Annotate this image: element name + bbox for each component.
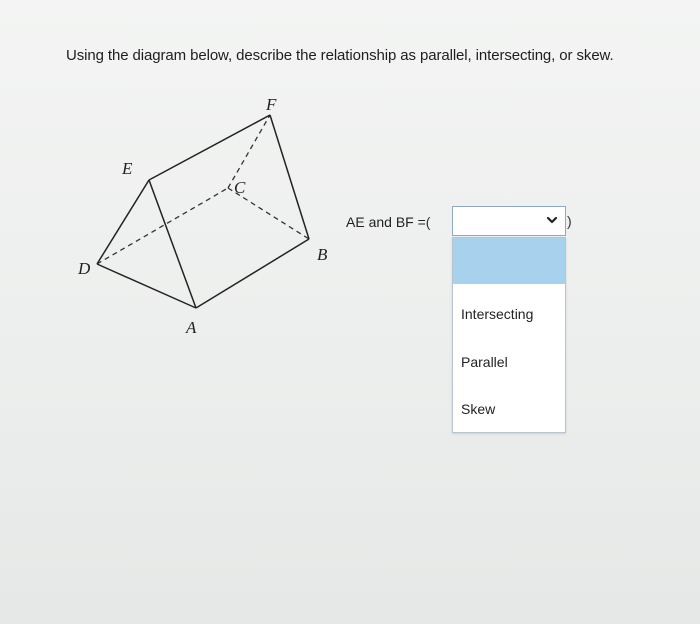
vertex-label-d: D: [77, 259, 91, 278]
answer-prompt: AE and BF =: [346, 214, 426, 230]
close-paren: ): [567, 213, 572, 229]
prism-diagram: F E C D B A: [70, 92, 350, 342]
relationship-select[interactable]: [452, 206, 566, 236]
edge-ea: [148, 179, 197, 309]
vertex-label-a: A: [185, 318, 197, 337]
edge-fb: [269, 114, 310, 240]
chevron-down-icon[interactable]: [546, 214, 558, 226]
prism-svg: F E C D B A: [77, 95, 328, 337]
edge-dc: [96, 187, 229, 265]
open-paren: (: [425, 214, 431, 230]
dropdown-option-blank[interactable]: [453, 238, 565, 284]
dropdown-option-parallel[interactable]: Parallel: [461, 354, 508, 370]
edge-da: [96, 263, 197, 309]
edge-ef: [148, 114, 271, 181]
edge-cb: [227, 187, 310, 240]
dropdown-option-skew[interactable]: Skew: [461, 401, 496, 417]
vertex-label-f: F: [265, 95, 277, 114]
edge-de: [96, 179, 150, 265]
vertex-label-e: E: [121, 159, 133, 178]
relationship-dropdown: Intersecting Parallel Skew: [452, 237, 566, 433]
vertex-label-c: C: [234, 178, 246, 197]
vertex-label-b: B: [317, 245, 328, 264]
edge-ab: [195, 238, 310, 309]
question-text: Using the diagram below, describe the re…: [66, 47, 614, 64]
answer-row: AE and BF = (: [346, 207, 430, 237]
dropdown-option-intersecting[interactable]: Intersecting: [461, 306, 534, 322]
